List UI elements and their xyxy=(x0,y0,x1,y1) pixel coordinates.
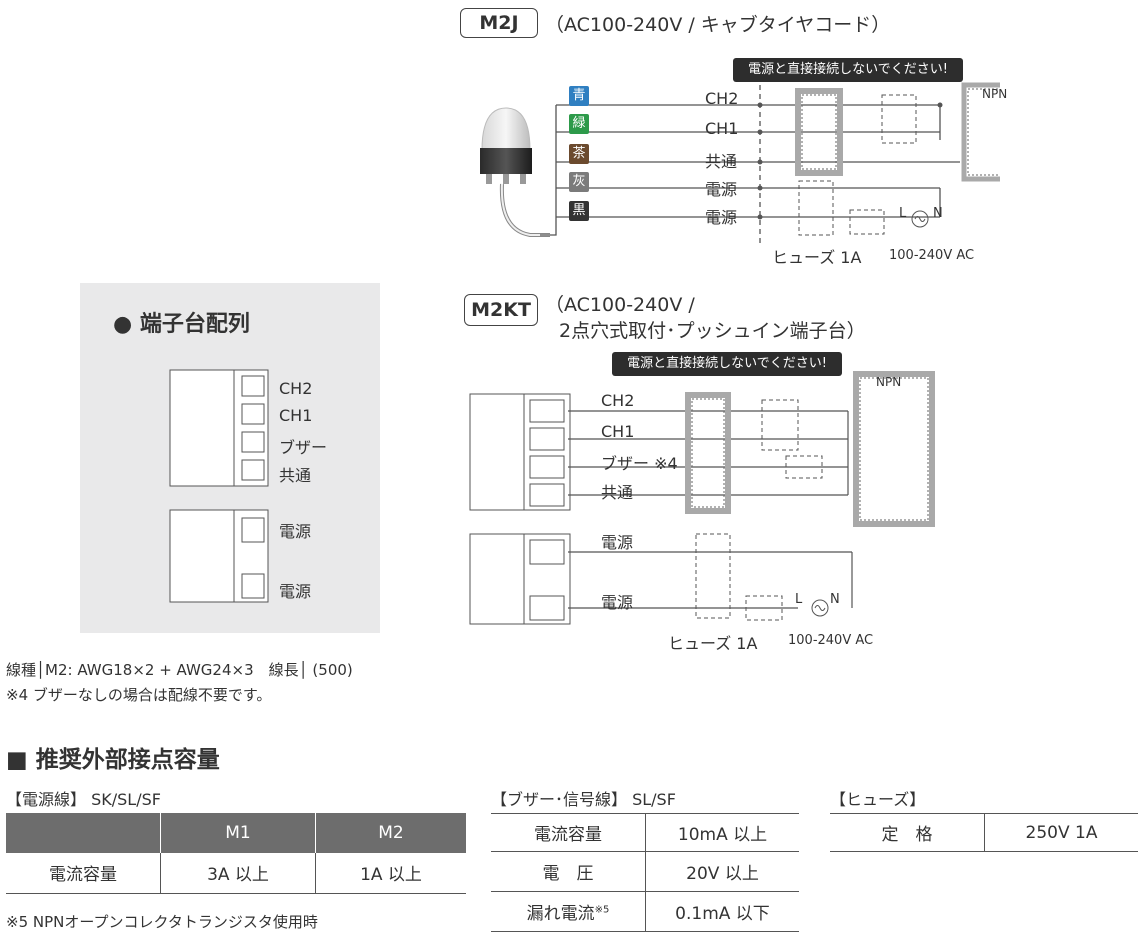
terminal-title: ● 端子台配列 xyxy=(113,312,250,337)
terminal-label-ch2: CH2 xyxy=(279,379,313,398)
footnote-5-marker: ※5 xyxy=(594,904,610,916)
m2kt-npn-label: NPN xyxy=(876,375,902,389)
signal-lamp-illustration xyxy=(480,107,550,237)
wire-swatch-black: 黒 xyxy=(569,201,589,221)
m2j-spec: （AC100‑240V / キャブタイヤコード） xyxy=(545,14,891,36)
m2kt-spec-line2: 2点穴式取付･プッシュイン端子台） xyxy=(559,320,866,342)
fuse-table-cell: 250V 1A xyxy=(1025,822,1098,843)
note-5: ※5 NPNオープンコレクタトランジスタ使用時 xyxy=(6,913,318,931)
signal-table-cell: 漏れ電流※5 xyxy=(491,891,646,932)
m2j-signal-ch1: CH1 xyxy=(705,119,739,138)
m2j-signal-power-1: 電源 xyxy=(705,180,738,199)
leak-current-label: 漏れ電流 xyxy=(526,904,595,924)
m2kt-label-buzzer: ブザー ※4 xyxy=(601,454,678,473)
m2j-npn-label: NPN xyxy=(982,87,1008,101)
power-table-cell: 3A 以上 xyxy=(160,853,316,893)
m2kt-fuse-label: ヒューズ 1A xyxy=(668,634,758,653)
wire-spec-note: 線種│M2: AWG18×2 + AWG24×3 線長│ (500) xyxy=(6,661,353,679)
wire-swatch-green: 緑 xyxy=(569,114,589,134)
signal-table-cell: 10mA 以上 xyxy=(677,825,768,845)
power-table-header-blank xyxy=(6,813,161,853)
signal-table-heading: 【ブザー･信号線】 SL/SF xyxy=(491,790,676,809)
m2kt-warning-bubble: 電源と直接接続しないでください! xyxy=(612,352,842,376)
m2j-badge: M2J xyxy=(460,8,538,38)
fuse-table-cell: 定 格 xyxy=(830,813,985,852)
power-table-header-m2: M2 xyxy=(378,823,404,843)
m2kt-label-ch1: CH1 xyxy=(601,422,635,441)
fuse-table: 定 格 250V 1A xyxy=(830,813,1138,852)
signal-table-cell: 電流容量 xyxy=(491,813,646,852)
signal-capacity-table: 電流容量 10mA 以上 電 圧 20V 以上 漏れ電流※5 0.1mA 以下 xyxy=(491,813,799,932)
wire-swatch-blue: 青 xyxy=(569,86,589,106)
m2kt-ac-label: 100-240V AC xyxy=(788,633,874,648)
m2kt-N-label: N xyxy=(830,592,840,607)
m2kt-label-power-1: 電源 xyxy=(601,533,634,552)
wire-swatch-gray: 灰 xyxy=(569,172,589,192)
m2j-fuse-label: ヒューズ 1A xyxy=(772,248,862,267)
m2j-wiring-schematic xyxy=(540,82,1000,245)
m2kt-spec-line1: （AC100‑240V / xyxy=(545,294,695,316)
signal-table-cell: 0.1mA 以下 xyxy=(675,904,770,924)
power-table-header-m1: M1 xyxy=(160,813,316,853)
terminal-block-illustration xyxy=(169,369,269,603)
terminal-label-common: 共通 xyxy=(279,466,312,485)
section-title: ■ 推奨外部接点容量 xyxy=(6,747,220,773)
m2j-N-label: N xyxy=(933,206,943,221)
power-table-cell: 電流容量 xyxy=(6,853,161,893)
wire-swatch-brown: 茶 xyxy=(569,144,589,164)
fuse-table-heading: 【ヒューズ】 xyxy=(830,790,926,809)
terminal-label-power-2: 電源 xyxy=(279,582,312,601)
m2kt-label-power-2: 電源 xyxy=(601,593,634,612)
m2kt-L-label: L xyxy=(795,592,803,607)
m2kt-label-ch2: CH2 xyxy=(601,391,635,410)
power-capacity-table: M1 M2 電流容量 3A 以上 1A 以上 xyxy=(6,813,466,894)
note-4: ※4 ブザーなしの場合は配線不要です。 xyxy=(6,686,272,704)
m2kt-label-common: 共通 xyxy=(601,483,634,502)
m2j-signal-ch2: CH2 xyxy=(705,89,739,108)
m2j-signal-power-2: 電源 xyxy=(705,208,738,227)
m2j-L-label: L xyxy=(899,206,907,221)
terminal-label-buzzer: ブザー xyxy=(279,438,328,457)
signal-table-cell: 電 圧 xyxy=(491,851,646,892)
m2j-ac-label: 100-240V AC xyxy=(889,248,975,263)
m2j-signal-common: 共通 xyxy=(705,152,738,171)
m2kt-wiring-schematic xyxy=(469,371,935,625)
terminal-label-ch1: CH1 xyxy=(279,406,313,425)
m2kt-badge: M2KT xyxy=(464,294,538,326)
signal-table-cell: 20V 以上 xyxy=(686,864,759,884)
power-table-heading: 【電源線】 SK/SL/SF xyxy=(6,790,161,809)
terminal-label-power-1: 電源 xyxy=(279,522,312,541)
m2j-warning-bubble: 電源と直接接続しないでください! xyxy=(733,58,963,82)
power-table-cell: 1A 以上 xyxy=(360,865,422,886)
